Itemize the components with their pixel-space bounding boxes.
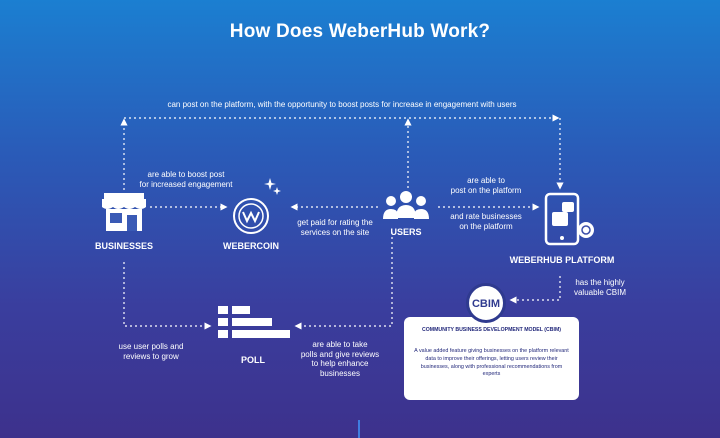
edge-label-top: can post on the platform, with the oppor…	[167, 100, 517, 109]
cbim-badge-label: CBIM	[471, 298, 501, 310]
node-webercoin: WEBERCOIN	[223, 241, 279, 251]
sparkle-icon	[264, 178, 281, 195]
cbim-heading: COMMUNITY BUSINESS DEVELOPMENT MODEL (CB…	[421, 327, 561, 333]
node-users: USERS	[390, 227, 422, 237]
node-poll: POLL	[241, 355, 265, 365]
platform-phone-icon	[544, 192, 594, 246]
cbim-description: A value added feature giving businesses …	[414, 348, 569, 378]
edge-platform-cbim	[509, 276, 561, 304]
scroll-indicator	[358, 420, 360, 438]
webercoin-icon	[233, 198, 269, 234]
cbim-card: COMMUNITY BUSINESS DEVELOPMENT MODEL (CB…	[404, 317, 579, 400]
edge-business-poll	[123, 262, 212, 330]
page-title: How Does WeberHub Work?	[229, 21, 491, 42]
node-businesses: BUSINESSES	[94, 241, 154, 251]
poll-icon	[218, 306, 290, 338]
edge-users-poll	[294, 232, 393, 330]
cbim-badge: CBIM	[466, 283, 506, 323]
users-icon	[383, 191, 429, 219]
node-platform: WEBERHUB PLATFORM	[509, 255, 615, 265]
storefront-icon	[102, 193, 146, 231]
